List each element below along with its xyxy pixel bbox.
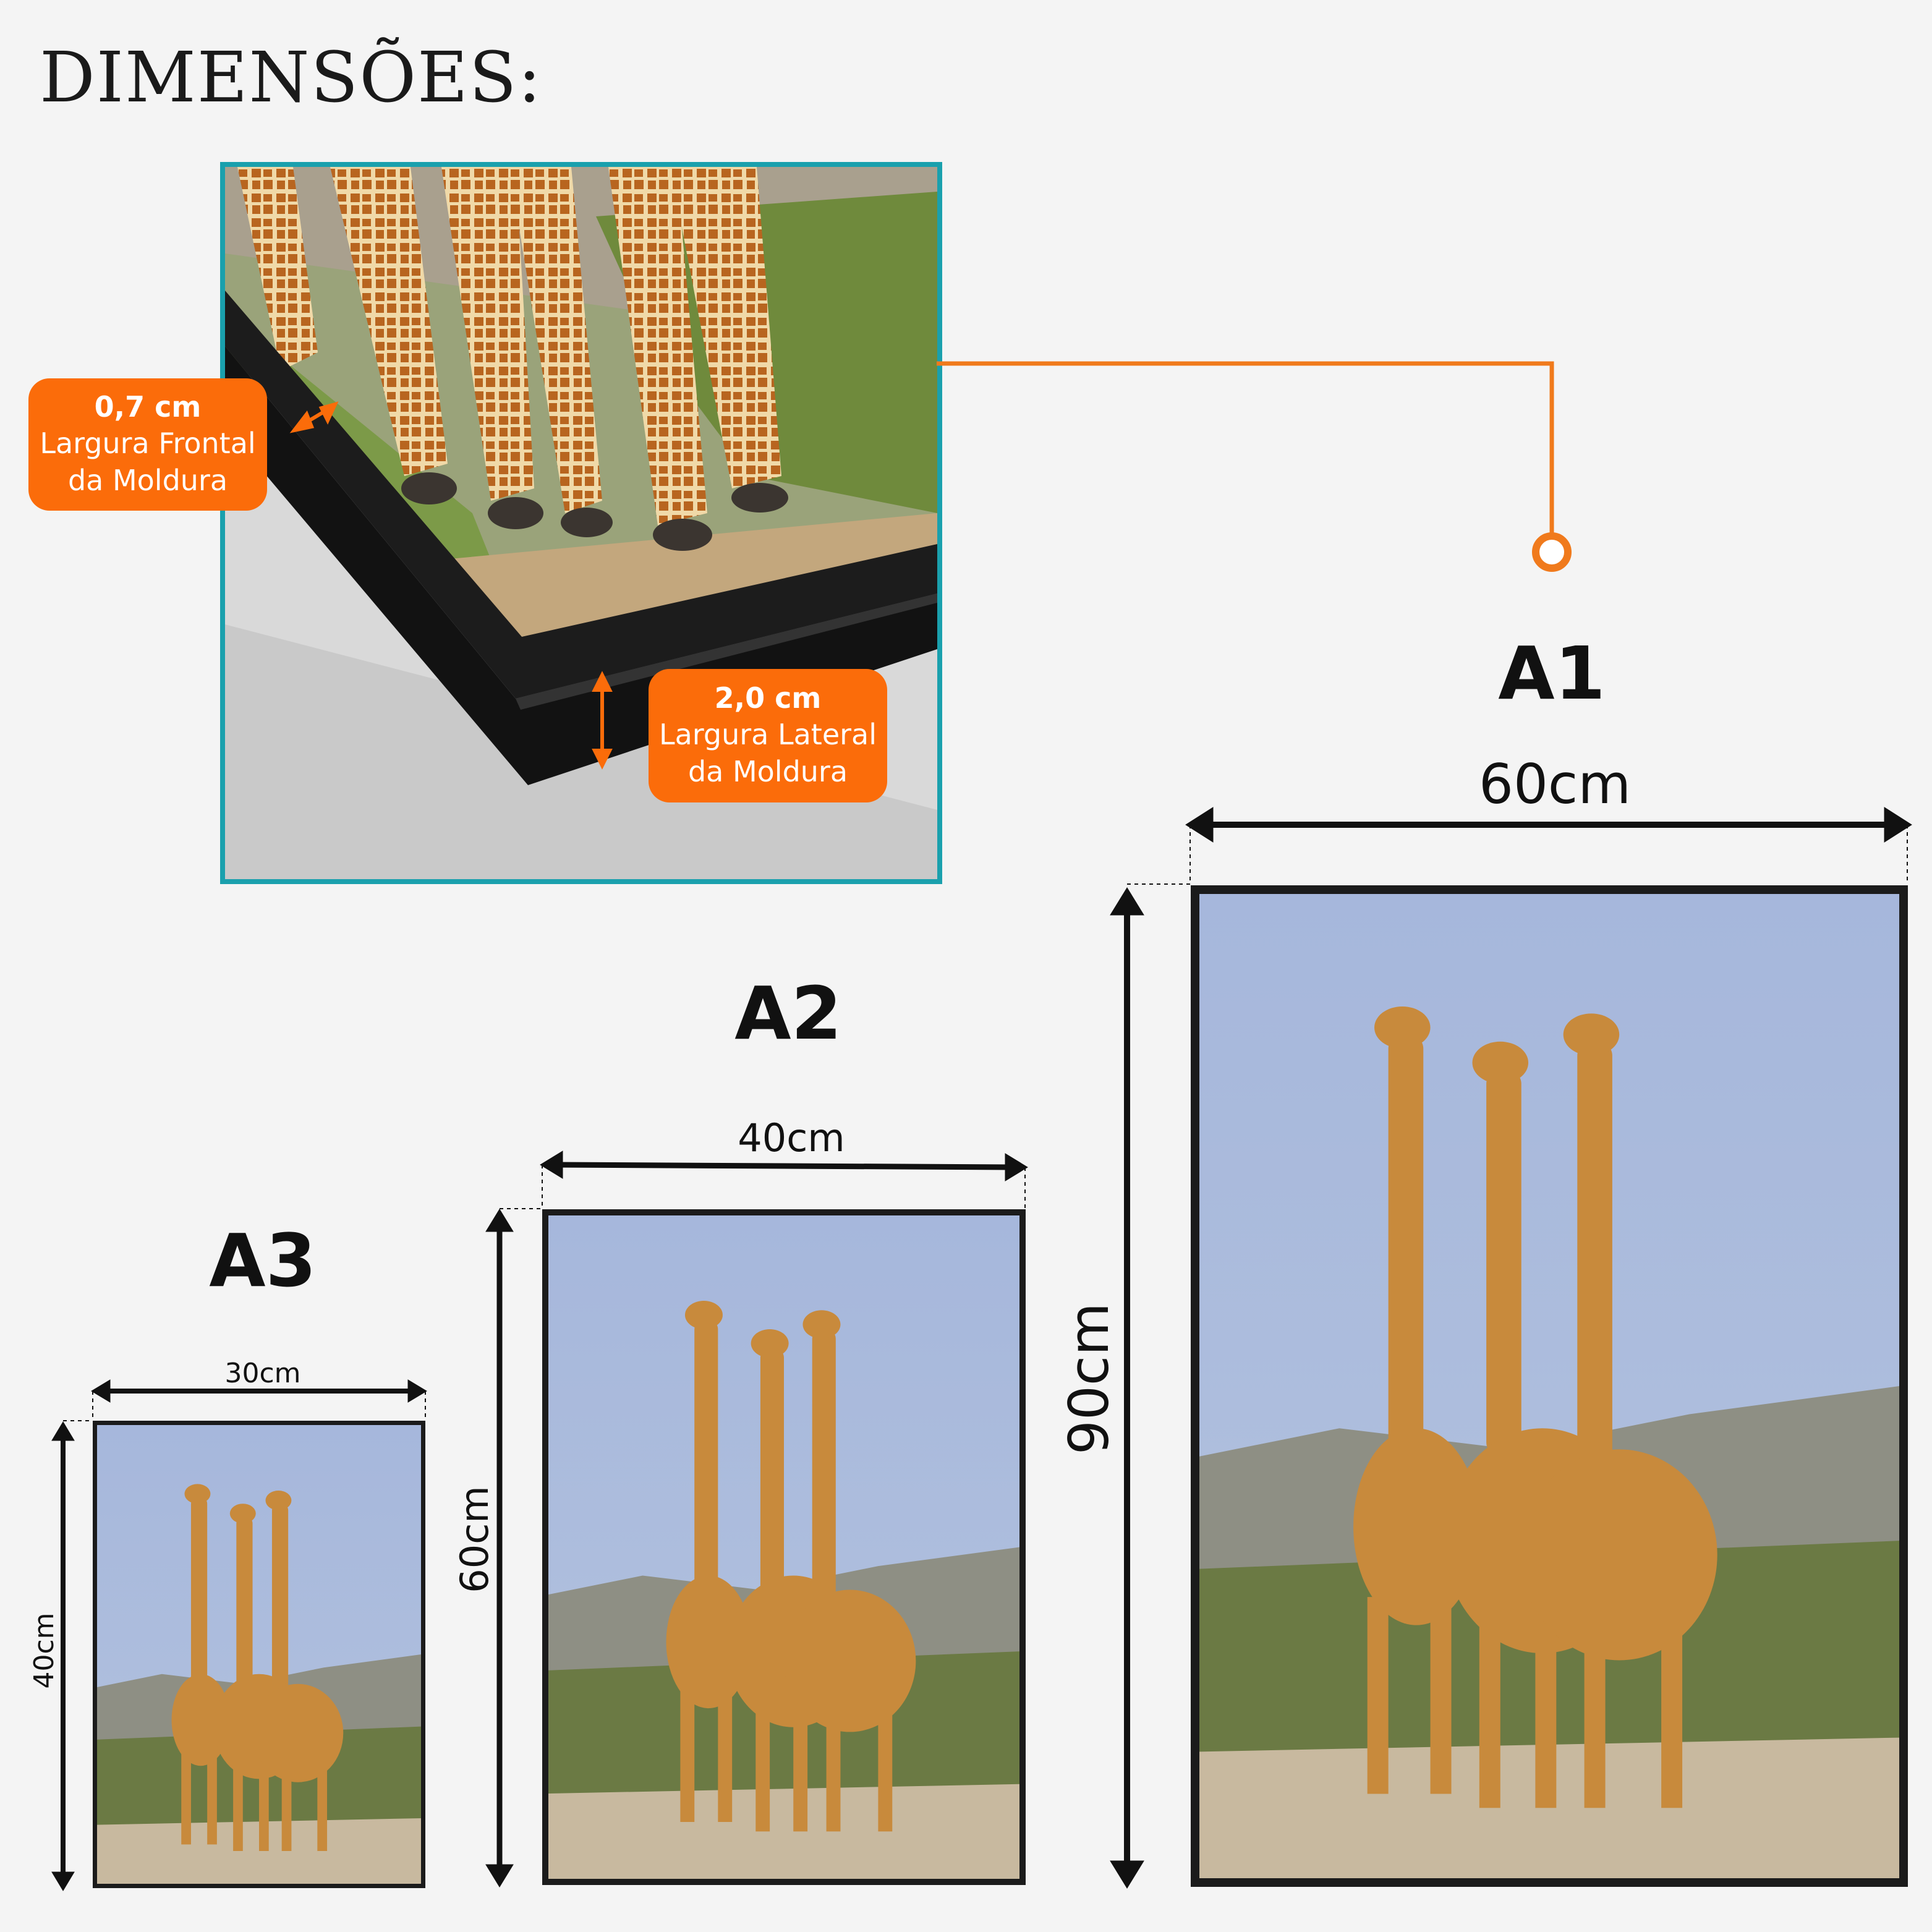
poster-a3 — [93, 1421, 425, 1888]
side-width-label-2: da Moldura — [687, 754, 848, 788]
height-label-a3: 40cm — [28, 1612, 60, 1689]
width-label-a1: 60cm — [1478, 752, 1632, 816]
giraffe-photo-a3 — [97, 1425, 421, 1884]
height-label-a1: 90cm — [1057, 1302, 1121, 1455]
side-width-label-1: Largura Lateral — [658, 717, 877, 751]
size-name-a2: A2 — [734, 971, 842, 1056]
width-label-a3: 30cm — [224, 1358, 301, 1389]
front-width-badge: 0,7 cm Largura Frontal da Moldura — [28, 378, 267, 511]
giraffe-photo-a1 — [1199, 894, 1899, 1878]
giraffe-photo-a2 — [548, 1215, 1019, 1879]
front-width-value: 0,7 cm — [94, 390, 202, 424]
side-width-badge: 2,0 cm Largura Lateral da Moldura — [649, 669, 887, 802]
size-name-a1: A1 — [1498, 631, 1606, 716]
front-width-label-1: Largura Frontal — [40, 426, 256, 460]
poster-a1 — [1191, 885, 1908, 1887]
measure-arrows — [289, 401, 613, 770]
connector-line — [937, 361, 1554, 541]
poster-a2 — [542, 1209, 1026, 1885]
width-label-a2: 40cm — [738, 1115, 845, 1160]
height-label-a2: 60cm — [452, 1486, 497, 1593]
size-name-a3: A3 — [209, 1218, 317, 1303]
side-width-value: 2,0 cm — [714, 681, 822, 715]
page-title: DIMENSÕES: — [40, 38, 543, 118]
connector-dot — [1532, 532, 1572, 572]
front-width-label-2: da Moldura — [67, 463, 228, 497]
